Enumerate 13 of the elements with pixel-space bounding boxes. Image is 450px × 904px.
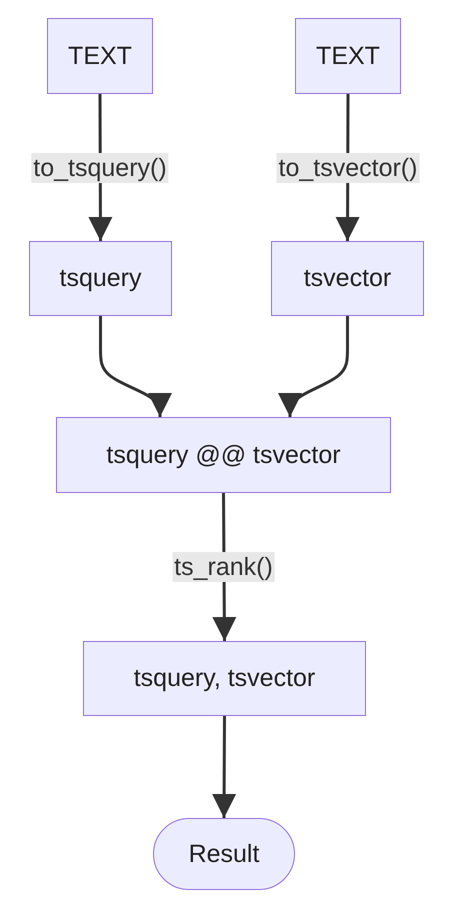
process-box: tsvector (271, 241, 424, 316)
process-box: TEXT (47, 18, 153, 94)
arrow (278, 316, 349, 417)
edge-label: ts_rank() (172, 552, 275, 582)
process-box: TEXT (295, 18, 401, 94)
process-box: tsquery @@ tsvector (56, 417, 391, 493)
terminal-node: Result (153, 818, 295, 890)
arrow (212, 716, 236, 818)
arrow (99, 316, 172, 417)
edge-label: to_tsvector() (276, 152, 420, 182)
process-box: tsquery, tsvector (83, 641, 366, 716)
edge-label: to_tsquery() (31, 152, 169, 182)
process-box: tsquery (29, 241, 172, 316)
